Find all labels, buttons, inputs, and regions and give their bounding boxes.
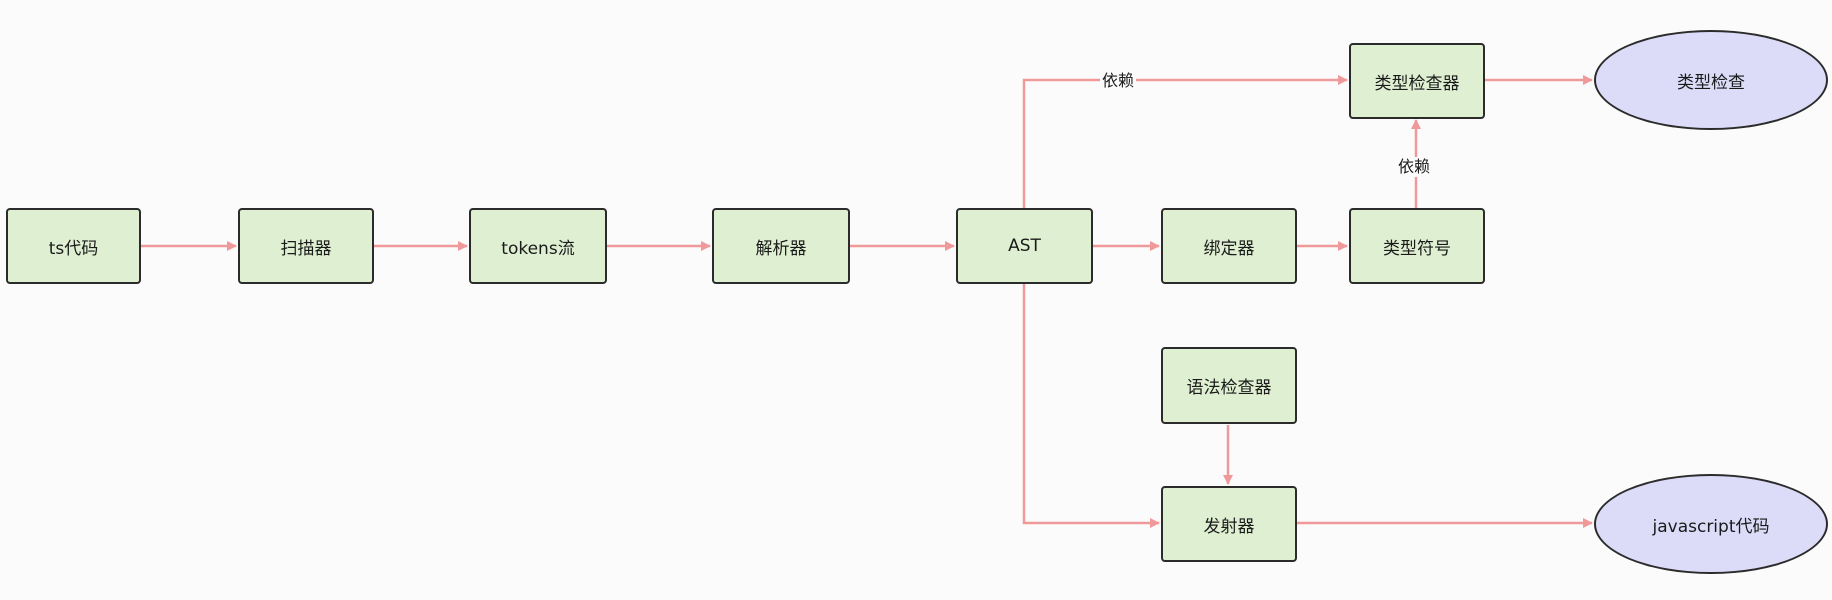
node-label: ts代码 bbox=[48, 238, 99, 259]
node-type-symbol[interactable]: 类型符号 bbox=[1349, 208, 1485, 284]
edge-label-ast-dependency: 依赖 bbox=[1100, 71, 1137, 91]
node-label: 绑定器 bbox=[1203, 238, 1255, 259]
node-label: AST bbox=[1008, 236, 1041, 256]
edge-ast-to-checker bbox=[1022, 75, 1348, 209]
edge-label-symbol-dependency: 依赖 bbox=[1396, 157, 1433, 177]
node-label: 类型符号 bbox=[1383, 238, 1451, 259]
node-label: 类型检查 bbox=[1677, 72, 1745, 93]
node-scanner[interactable]: 扫描器 bbox=[238, 208, 374, 284]
node-parser[interactable]: 解析器 bbox=[712, 208, 850, 284]
node-label: tokens流 bbox=[501, 238, 575, 259]
node-syntax-checker[interactable]: 语法检查器 bbox=[1161, 347, 1297, 424]
node-label: 类型检查器 bbox=[1374, 73, 1460, 94]
edge-ast-to-emitter bbox=[1022, 284, 1160, 528]
node-tokens[interactable]: tokens流 bbox=[469, 208, 607, 284]
node-emitter[interactable]: 发射器 bbox=[1161, 486, 1297, 562]
node-label: 扫描器 bbox=[280, 238, 332, 259]
node-label: 发射器 bbox=[1203, 516, 1255, 537]
node-label: 解析器 bbox=[755, 238, 807, 259]
node-binder[interactable]: 绑定器 bbox=[1161, 208, 1297, 284]
node-type-checker[interactable]: 类型检查器 bbox=[1349, 43, 1485, 119]
node-ts-code[interactable]: ts代码 bbox=[6, 208, 141, 284]
node-label: javascript代码 bbox=[1652, 516, 1770, 537]
node-js-code[interactable]: javascript代码 bbox=[1594, 474, 1828, 574]
node-label: 语法检查器 bbox=[1186, 378, 1272, 398]
node-ast[interactable]: AST bbox=[956, 208, 1093, 284]
node-type-check[interactable]: 类型检查 bbox=[1594, 30, 1828, 130]
